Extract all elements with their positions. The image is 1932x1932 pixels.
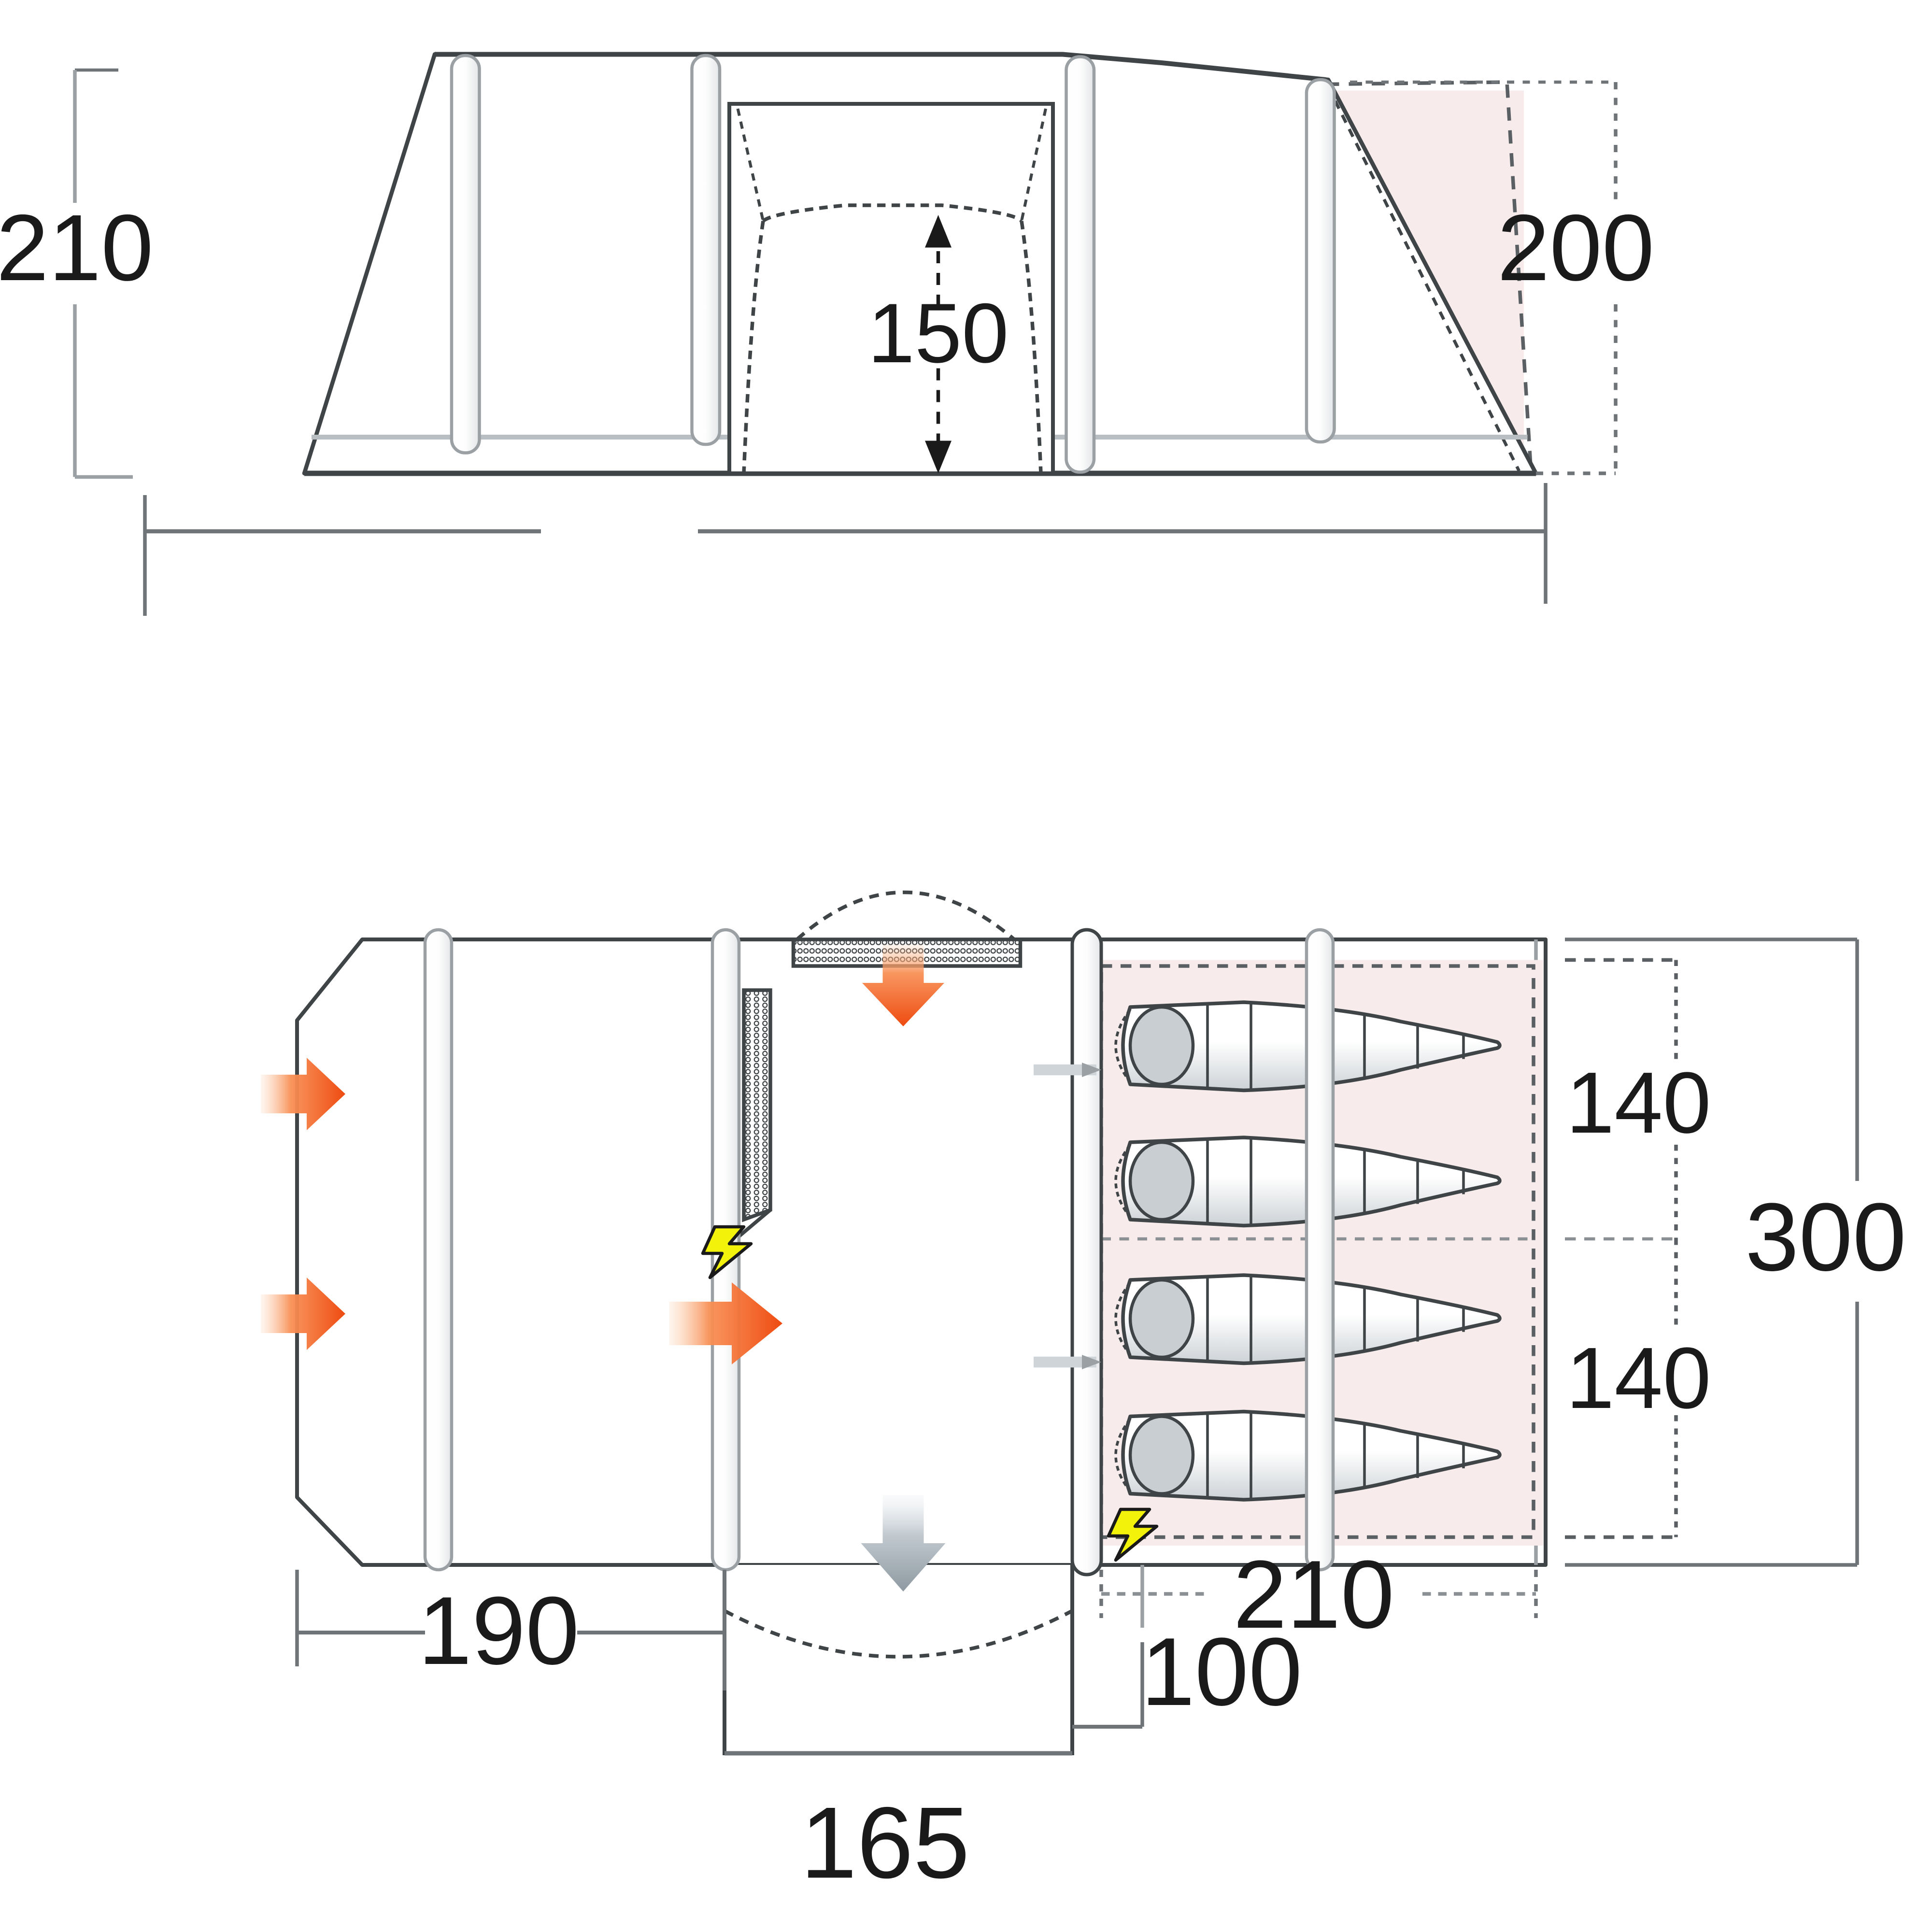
side-door-zip-icon [701, 1225, 753, 1279]
dimension-140-lower: 140 [1565, 1239, 1711, 1539]
dimension-150-inner-height: 150 [868, 215, 1009, 473]
ridge-line [435, 52, 1326, 82]
dimension-label-140-lower: 140 [1566, 1330, 1711, 1427]
zip-markers [701, 1225, 1159, 1562]
elevation-poles [450, 54, 1336, 474]
plan-pole-mid-rear [1070, 928, 1103, 1577]
arrow-side-door-vent [669, 1282, 782, 1364]
side-door-mesh-panel [742, 988, 772, 1222]
dimension-165-width: 165 [724, 1751, 1072, 1900]
elevation-length-dimension-chain [143, 483, 1548, 616]
arrow-front-vent-upper [261, 1058, 345, 1130]
dimension-210-length: 210 [1099, 1541, 1538, 1648]
sleeping-bag-head [1128, 1415, 1195, 1495]
arrow-front-vent-lower [261, 1278, 345, 1350]
door-arch [762, 203, 1023, 223]
left-panel-seam [302, 54, 437, 474]
dimension-210-height: 210 [0, 68, 154, 479]
side-elevation-view: 210 [0, 52, 1654, 616]
door-corner-seams [736, 108, 1047, 222]
dimension-300-overall: 300 [1565, 938, 1906, 1567]
pole-rear [1305, 78, 1336, 444]
arrow-rear-canopy-vent [861, 1495, 946, 1591]
dimension-label-200: 200 [1497, 195, 1654, 300]
dimension-label-165: 165 [800, 1786, 969, 1900]
door-left-edge [742, 220, 765, 474]
airflow-arrows [261, 944, 946, 1591]
plan-pole-rear [1305, 928, 1335, 1572]
canopy-arc [724, 1609, 1073, 1659]
dimension-190-length: 190 [295, 1570, 726, 1690]
side-door-mesh [723, 988, 772, 1250]
bedroom-door-zip-icon [1107, 1507, 1159, 1562]
pole-mid-rear [1065, 55, 1096, 474]
bedroom-wall-ties [1034, 1063, 1101, 1369]
dimension-label-190: 190 [418, 1577, 580, 1685]
sleeping-bag-head [1128, 1140, 1195, 1222]
rear-canopy [723, 1565, 1074, 1755]
sleeping-bag-head [1128, 1005, 1195, 1086]
sleeping-bag-head [1128, 1278, 1195, 1359]
dimension-100-depth: 100 [1070, 1570, 1303, 1751]
dimension-label-140-upper: 140 [1566, 1054, 1711, 1151]
pole-mid-front [690, 54, 722, 446]
door-right-edge [1020, 220, 1043, 474]
dimension-label-100: 100 [1141, 1618, 1303, 1726]
dimension-label-210-height: 210 [0, 195, 154, 300]
dimension-label-210-length: 210 [1233, 1541, 1394, 1648]
plan-pole-front [423, 928, 454, 1572]
arrow-top-mesh-vent [862, 944, 944, 1026]
pole-front [450, 54, 481, 455]
dimension-label-150: 150 [868, 286, 1009, 381]
dimension-140-upper: 140 [1565, 958, 1711, 1241]
dimension-200-height: 200 [1350, 80, 1654, 475]
door-frame [727, 102, 1055, 475]
tent-elevation-body: 150 [302, 52, 1538, 476]
floor-plan-view: 140 140 300 190 [261, 890, 1906, 1900]
canopy-outline [723, 1565, 1074, 1755]
top-canopy-arc [796, 890, 1016, 941]
dimension-label-300: 300 [1745, 1183, 1906, 1291]
